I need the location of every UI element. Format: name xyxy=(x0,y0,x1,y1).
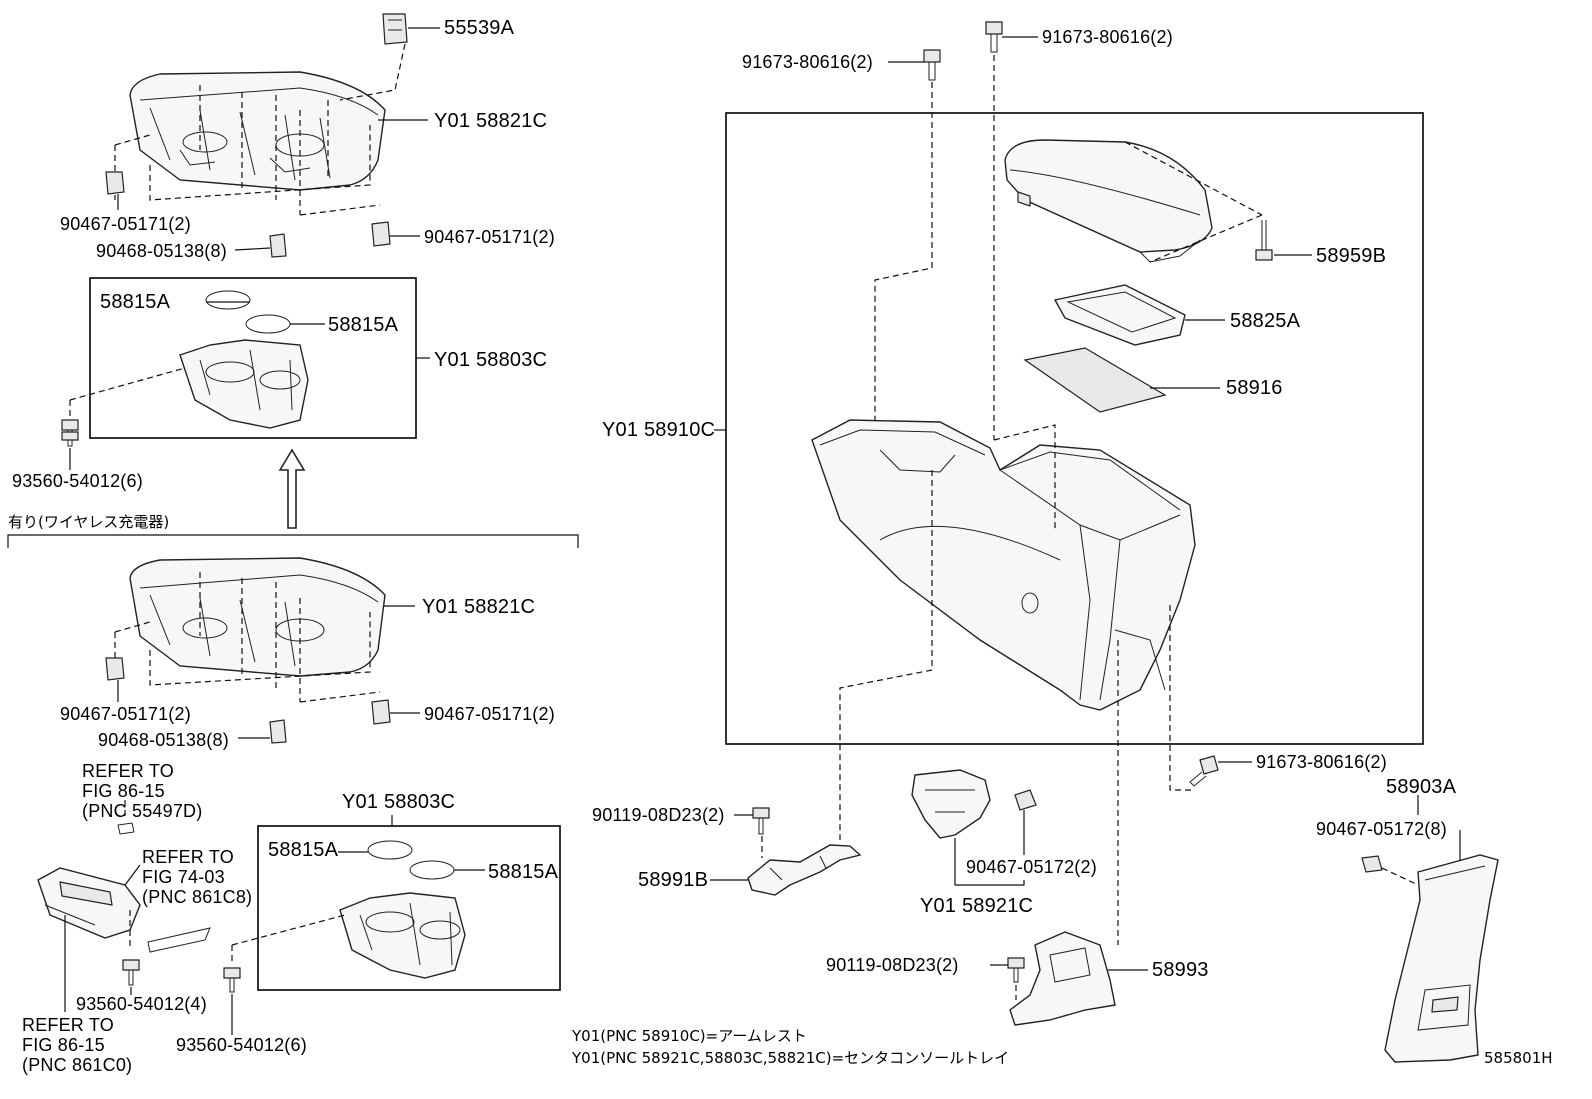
bracket-58991B xyxy=(747,844,862,896)
screw-90119-b xyxy=(1007,957,1025,983)
refer-fig-86-15-b-line2: FIG 86-15 xyxy=(22,1035,105,1055)
label-90119-08D23-a: 90119-08D23(2) xyxy=(592,805,725,825)
cupholder-58803C-bot xyxy=(339,840,466,979)
label-90119-08D23-b: 90119-08D23(2) xyxy=(826,955,959,975)
label-91673-80616-a: 91673-80616(2) xyxy=(742,52,873,72)
label-90467-05171-ml: 90467-05171(2) xyxy=(60,704,191,724)
label-93560-54012-6b: 93560-54012(6) xyxy=(176,1035,307,1055)
wireless-charger-note: 有り(ワイヤレス充電器) xyxy=(8,513,170,531)
label-90467-05171-mr: 90467-05171(2) xyxy=(424,704,555,724)
label-90468-05138-m: 90468-05138(8) xyxy=(98,730,229,750)
cover-58921C xyxy=(911,769,1037,839)
tray-58821C-top xyxy=(129,71,386,191)
label-55539A: 55539A xyxy=(444,17,515,39)
note-center-console-tray: Y01(PNC 58921C,58803C,58821C)=センタコンソールトレ… xyxy=(572,1049,1010,1067)
label-58903A: 58903A xyxy=(1386,776,1457,798)
switch-55539A xyxy=(382,13,408,45)
screw-91673-c xyxy=(1189,755,1219,787)
screw-93560-top xyxy=(61,419,79,447)
refer-fig-74-03-line2: FIG 74-03 xyxy=(142,867,225,887)
screw-91673-b xyxy=(985,21,1003,53)
label-93560-54012-top: 93560-54012(6) xyxy=(12,471,143,491)
label-58815A-c: 58815A xyxy=(268,839,339,861)
clip-90467-mr xyxy=(371,699,391,725)
refer-fig-74-03-line1: REFER TO xyxy=(142,847,234,867)
bolt-58959B xyxy=(1255,220,1273,261)
screw-93560-6b xyxy=(223,967,241,993)
clip-90467-ml xyxy=(105,657,125,681)
label-y01-58821C-top: Y01 58821C xyxy=(434,110,548,132)
tray-58825A xyxy=(1053,284,1186,346)
label-58991B: 58991B xyxy=(638,869,709,891)
note-armrest: Y01(PNC 58910C)=アームレスト xyxy=(572,1027,807,1045)
clip-90467-tr xyxy=(371,221,391,247)
screw-91673-a xyxy=(923,49,941,81)
label-91673-80616-c: 91673-80616(2) xyxy=(1256,752,1387,772)
label-58959B: 58959B xyxy=(1316,245,1387,267)
label-93560-54012-4: 93560-54012(4) xyxy=(76,994,207,1014)
refer-fig-86-15-a-line2: FIG 86-15 xyxy=(82,781,165,801)
label-90467-05171-tr: 90467-05171(2) xyxy=(424,227,555,247)
label-y01-58821C-mid: Y01 58821C xyxy=(422,596,536,618)
label-y01-58910C: Y01 58910C xyxy=(602,419,716,441)
label-90467-05172-2: 90467-05172(2) xyxy=(966,857,1097,877)
armrest-lid xyxy=(1004,139,1213,263)
refer-fig-74-03-line3: (PNC 861C8) xyxy=(142,887,253,907)
label-58916: 58916 xyxy=(1226,377,1283,399)
label-90467-05171-tl: 90467-05171(2) xyxy=(60,214,191,234)
label-90468-05138-t: 90468-05138(8) xyxy=(96,241,227,261)
mat-58916 xyxy=(1023,347,1167,413)
clip-90467-tl xyxy=(105,171,125,195)
tray-58821C-mid xyxy=(129,557,386,677)
refer-fig-86-15-a-line1: REFER TO xyxy=(82,761,174,781)
label-y01-58921C: Y01 58921C xyxy=(920,895,1034,917)
screw-93560-4 xyxy=(122,959,140,986)
clip-90468-m xyxy=(269,719,287,744)
clip-90468-t xyxy=(269,233,287,258)
refer-fig-86-15-b-line1: REFER TO xyxy=(22,1015,114,1035)
label-91673-80616-b: 91673-80616(2) xyxy=(1042,27,1173,47)
cupholder-58803C-top xyxy=(179,290,309,429)
label-58815A-a: 58815A xyxy=(100,291,171,313)
label-90467-05172-8: 90467-05172(8) xyxy=(1316,819,1447,839)
console-body xyxy=(811,419,1196,711)
figure-id: 585801H xyxy=(1484,1049,1553,1067)
label-58993: 58993 xyxy=(1152,959,1209,981)
refer-fig-86-15-b-line3: (PNC 861C0) xyxy=(22,1055,133,1075)
label-y01-58803C-bot: Y01 58803C xyxy=(342,791,456,813)
clip-90467-05172 xyxy=(1361,855,1383,873)
bracket-58993 xyxy=(1009,931,1116,1026)
wireless-charger-module xyxy=(37,867,141,939)
up-arrow xyxy=(278,448,306,529)
label-y01-58803C-top: Y01 58803C xyxy=(434,349,548,371)
label-58815A-b: 58815A xyxy=(328,314,399,336)
label-58815A-d: 58815A xyxy=(488,861,559,883)
refer-fig-86-15-a-line3: (PNC 55497D) xyxy=(82,801,203,821)
side-panel-58903A xyxy=(1384,854,1499,1063)
label-58825A: 58825A xyxy=(1230,310,1301,332)
screw-90119-a xyxy=(752,807,770,835)
